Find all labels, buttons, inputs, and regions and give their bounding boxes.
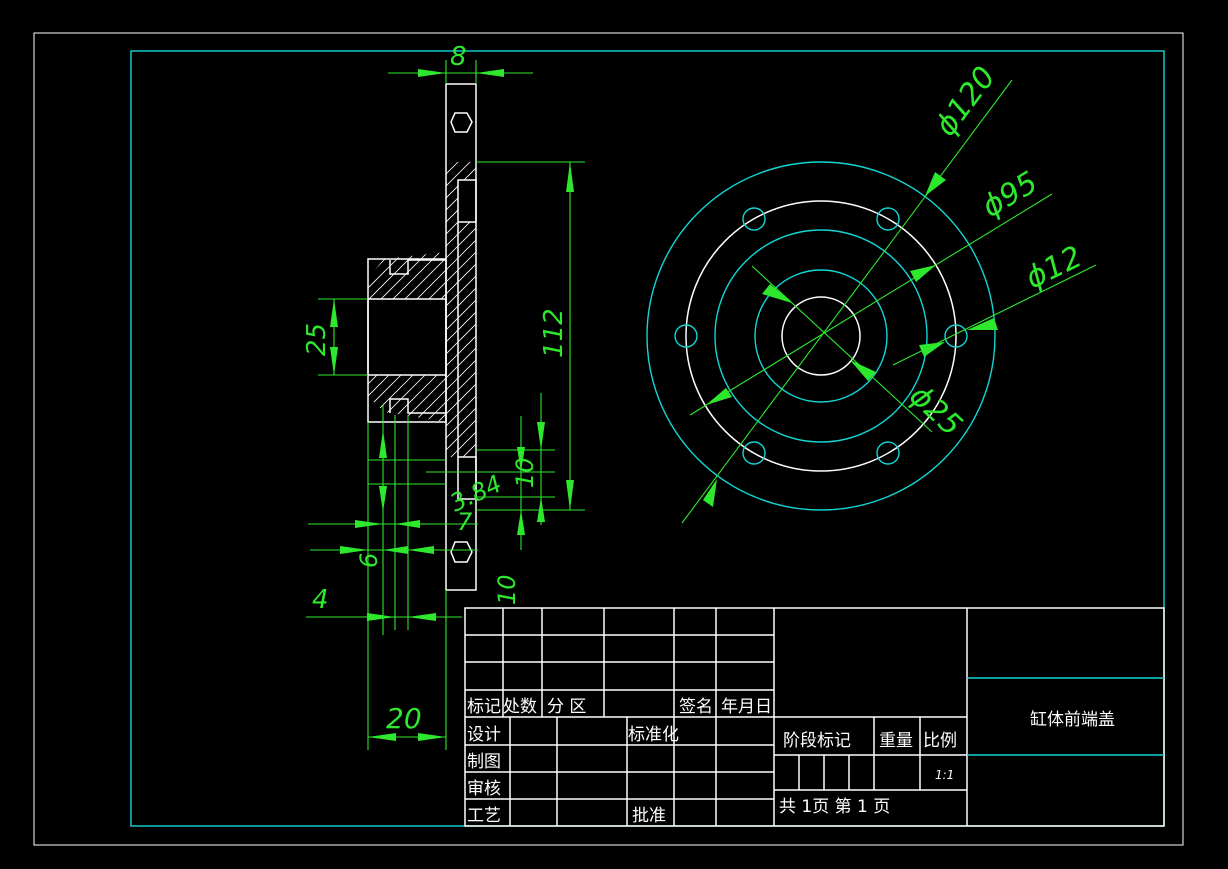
tb-mark: 标记 — [467, 697, 501, 717]
hatch-line — [368, 162, 405, 457]
tb-zone: 分 区 — [547, 697, 586, 717]
dim-phi95: ϕ95 — [976, 165, 1044, 225]
hatch-line — [368, 162, 476, 457]
bore-circle-d25 — [781, 296, 861, 376]
tb-weight: 重量 — [879, 731, 913, 751]
tb-signature: 签名 — [679, 697, 713, 717]
hatch-line — [423, 162, 476, 457]
tb-part-name: 缸体前端盖 — [1030, 709, 1115, 730]
tb-scale-label: 比例 — [923, 731, 957, 751]
tb-standardize: 标准化 — [628, 725, 679, 745]
tb-scale-value: 1:1 — [935, 768, 954, 782]
dim-phi120: ϕ120 — [928, 60, 1002, 143]
dim-phi12: ϕ12 — [1020, 239, 1087, 296]
dim-112: 112 — [539, 308, 569, 358]
tb-date: 年月日 — [721, 697, 772, 717]
outer-sheet-border — [33, 32, 1184, 846]
tb-approve: 批准 — [632, 806, 666, 826]
tb-design: 设计 — [467, 725, 501, 745]
boss-circle — [754, 269, 888, 403]
hatch-line — [368, 162, 476, 457]
seal-groove-top — [389, 259, 446, 275]
hatch-line — [368, 162, 476, 457]
dimension-lines — [306, 60, 1097, 750]
hatch-line — [399, 162, 476, 457]
tb-process: 工艺 — [467, 806, 501, 826]
dim-10-lower: 10 — [493, 574, 521, 605]
hatch-line — [368, 162, 381, 457]
inner-drawing-frame — [130, 50, 1165, 827]
bolt-hole-4 — [876, 207, 900, 231]
bore-outline — [367, 298, 447, 376]
dim-20: 20 — [386, 702, 422, 735]
seal-groove-bottom — [389, 398, 446, 414]
bolt-circle-d95 — [685, 200, 957, 472]
bolt-hole-5 — [742, 441, 766, 465]
hatch-line — [435, 162, 476, 457]
hatch-line — [368, 162, 417, 457]
bolt-head-top — [450, 112, 473, 133]
bolt-hole-2 — [944, 324, 968, 348]
dimension-texts: 8 112 25 10 3.84 7 6 10 4 20 ϕ120 ϕ95 ϕ1… — [302, 42, 1088, 735]
tb-stage-mark: 阶段标记 — [783, 731, 851, 751]
title-block: 标记 处数 分 区 签名 年月日 设计 标准化 制图 审核 工艺 批准 阶段标记… — [464, 607, 1165, 827]
bolt-hole-1 — [674, 324, 698, 348]
hatch-line — [368, 162, 476, 457]
dim-10-upper: 10 — [511, 457, 539, 488]
hatch-line — [368, 162, 476, 457]
dim-8: 8 — [450, 42, 467, 72]
dim-7: 7 — [457, 508, 473, 536]
hatch-line — [368, 162, 476, 457]
tb-review: 审核 — [467, 779, 501, 799]
tb-sheets: 共 1页 第 1 页 — [779, 797, 890, 817]
dim-25: 25 — [302, 323, 332, 356]
hatch-line — [368, 162, 476, 457]
tb-draw: 制图 — [467, 752, 501, 772]
tb-count: 处数 — [503, 697, 537, 717]
counterbore-bottom — [457, 456, 477, 500]
section-view — [367, 83, 477, 591]
boss-outline — [367, 258, 447, 423]
dim-phi25: ϕ25 — [903, 378, 969, 443]
hatch-line — [387, 162, 476, 457]
bolt-hole-3 — [742, 207, 766, 231]
dim-6: 6 — [355, 553, 383, 568]
hatch-line — [368, 162, 476, 457]
dim-4: 4 — [312, 585, 329, 615]
bolt-hole-6 — [876, 441, 900, 465]
counterbore-top — [457, 179, 477, 223]
hatch-line — [368, 162, 476, 457]
inner-circle — [714, 229, 928, 443]
outer-circle-d120 — [646, 161, 996, 511]
bolt-head-bottom — [450, 541, 473, 563]
front-view — [646, 161, 996, 511]
